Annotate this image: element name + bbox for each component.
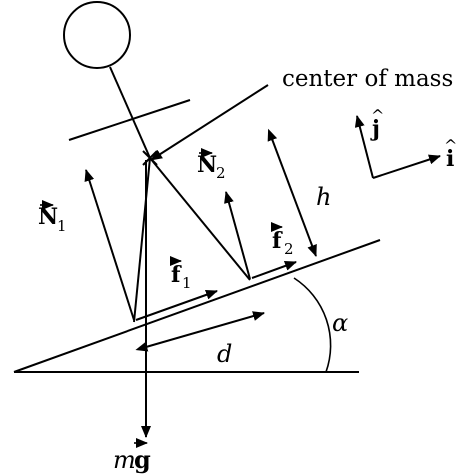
com-pointer-arrow bbox=[150, 84, 269, 161]
incline-surface bbox=[13, 239, 381, 373]
friction-2-label: f bbox=[272, 228, 283, 254]
weight-g-label: g bbox=[134, 445, 151, 474]
axis-j-label: j bbox=[370, 116, 380, 142]
pole-line bbox=[68, 99, 191, 141]
leg-right bbox=[149, 157, 251, 281]
normal-force-1-label: N bbox=[38, 204, 58, 230]
friction-1-subscript: 1 bbox=[182, 274, 192, 292]
friction-1-arrow bbox=[135, 290, 218, 321]
center-of-mass-label: center of mass bbox=[282, 66, 453, 92]
dimension-d-arrow bbox=[135, 311, 265, 352]
body-line bbox=[109, 66, 151, 159]
head-circle bbox=[63, 1, 131, 69]
axis-j-arrow bbox=[354, 115, 374, 179]
axis-i-label: i bbox=[446, 146, 454, 172]
dimension-h-arrow bbox=[267, 128, 317, 257]
axis-i-arrow bbox=[372, 154, 441, 179]
axis-j-hat: ^ bbox=[371, 106, 384, 125]
weight-m-label: m bbox=[113, 446, 136, 474]
leg-left bbox=[133, 157, 151, 323]
friction-2-subscript: 2 bbox=[284, 240, 294, 258]
normal-force-2-arrow bbox=[224, 191, 251, 280]
normal-force-1-subscript: 1 bbox=[57, 217, 67, 235]
height-h-label: h bbox=[316, 183, 331, 211]
angle-alpha-label: α bbox=[332, 309, 348, 337]
angle-alpha-arc bbox=[293, 277, 332, 373]
friction-1-label: f bbox=[171, 262, 182, 288]
distance-d-label: d bbox=[217, 340, 232, 368]
normal-force-2-subscript: 2 bbox=[216, 164, 226, 182]
axis-i-hat: ^ bbox=[444, 136, 457, 155]
friction-2-arrow bbox=[251, 261, 297, 279]
normal-force-1-arrow bbox=[84, 169, 135, 321]
normal-force-2-label: N bbox=[197, 152, 217, 178]
